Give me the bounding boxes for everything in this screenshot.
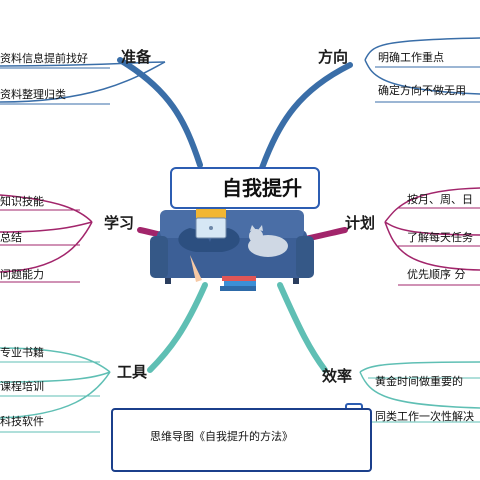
center-node-box <box>170 167 320 209</box>
leaf-study-3: 问题能力 <box>0 268 44 281</box>
leaf-plan-3: 优先顺序 分 <box>407 268 466 281</box>
leaf-tools-3: 科技软件 <box>0 415 44 428</box>
leaf-line-prepare <box>0 61 166 67</box>
leaf-prepare-2: 资料整理归类 <box>0 88 66 101</box>
branch-label-plan: 计划 <box>345 214 376 232</box>
cat-illustration <box>248 225 288 257</box>
leaf-efficiency-1: 黄金时间做重要的 <box>375 375 463 388</box>
branch-line-efficiency <box>277 282 328 373</box>
branch-label-tools: 工具 <box>117 363 148 381</box>
center-node-title: 自我提升 <box>222 176 302 200</box>
caption-frame <box>111 408 372 472</box>
branch-line-prepare <box>117 57 203 168</box>
branch-line-direction <box>259 62 353 171</box>
caption-title: 思维导图《自我提升的方法》 <box>150 430 293 443</box>
branch-label-efficiency: 效率 <box>322 367 353 385</box>
leaf-prepare-1: 资料信息提前找好 <box>0 52 88 65</box>
laptop-icon <box>195 217 227 239</box>
leaf-plan-1: 按月、周、日 <box>407 193 473 206</box>
leaf-direction-1: 明确工作重点 <box>378 51 444 64</box>
branch-line-tools <box>147 282 208 373</box>
leaf-study-2: 总结 <box>0 231 22 244</box>
leaf-efficiency-2: 同类工作一次性解决 <box>375 410 474 423</box>
branch-label-study: 学习 <box>104 214 135 232</box>
leaf-study-1: 知识技能 <box>0 195 44 208</box>
books-icon <box>220 276 256 291</box>
leaf-direction-2: 确定方向不做无用 <box>378 84 466 97</box>
branch-label-direction: 方向 <box>318 48 349 66</box>
branch-label-prepare: 准备 <box>121 48 152 66</box>
leaf-tools-2: 课程培训 <box>0 380 44 393</box>
leaf-plan-2: 了解每天任务 <box>407 231 473 244</box>
leaf-tools-1: 专业书籍 <box>0 346 44 359</box>
